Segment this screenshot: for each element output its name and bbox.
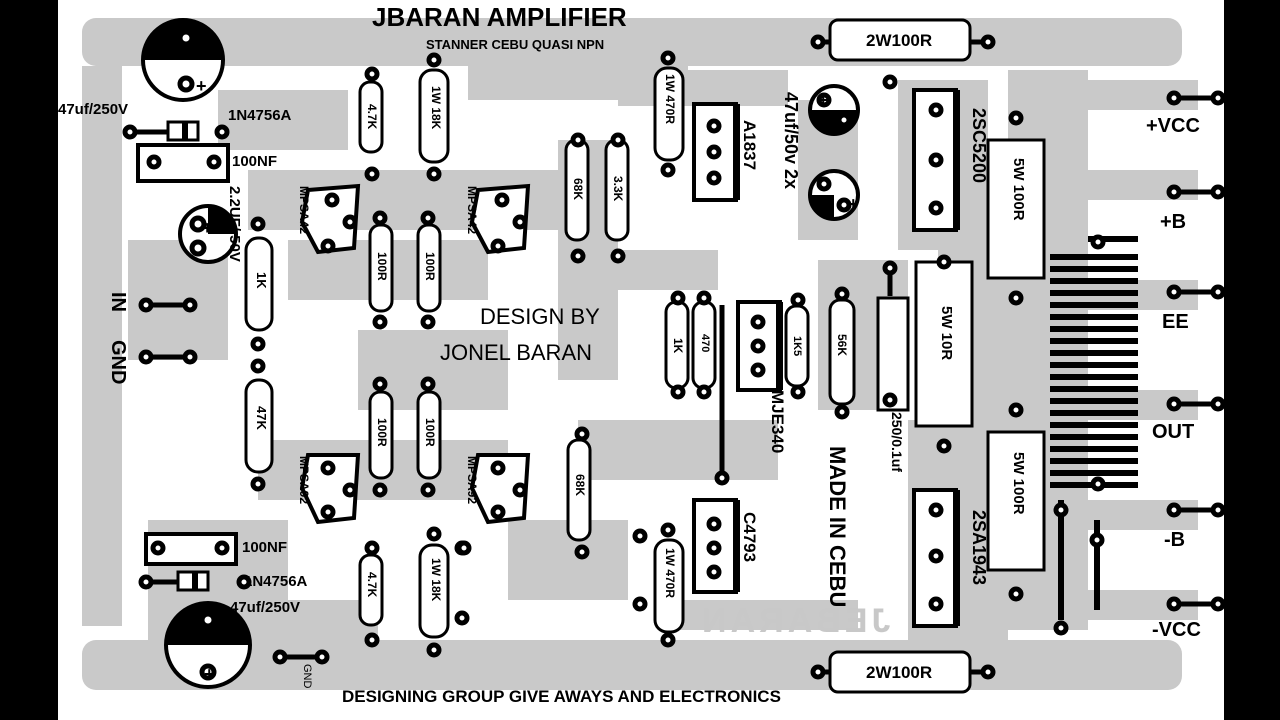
r-100r-b-label: 100R <box>423 252 437 281</box>
r-100r-a-label: 100R <box>375 252 389 281</box>
transistor-tabs <box>733 90 960 626</box>
heatsink <box>1050 236 1138 620</box>
vcc-pos-label: +VCC <box>1146 115 1200 137</box>
zener-bot-label: 1N4756A <box>244 573 308 590</box>
r-470-label: 470 <box>699 334 711 353</box>
r-100r-c-label: 100R <box>375 418 389 447</box>
mirrored-watermark: JEBARAN <box>698 602 891 640</box>
r-4k7-bot-label: 4.7K <box>365 572 379 598</box>
r-5w10r-label: 5W 10R <box>938 306 955 361</box>
made-in-label: MADE IN CEBU <box>825 446 850 608</box>
pcb-artwork: + + + + + <box>82 18 1224 694</box>
r-18k-top-label: 1W 18K <box>429 86 443 130</box>
solder-pads <box>122 29 1224 681</box>
cap-top-label: 47uf/250V <box>58 101 129 118</box>
r-68k-top-label: 68K <box>571 178 585 201</box>
r-4k7-top-label: 4.7K <box>365 104 379 130</box>
a1837-label: A1837 <box>740 120 759 171</box>
zener-top-label: 1N4756A <box>228 107 292 124</box>
r-3k3-label: 3.3K <box>611 176 625 202</box>
r-1k-label: 1K <box>254 272 269 289</box>
vcc-neg-label: -VCC <box>1152 619 1201 641</box>
designer-name: JONEL BARAN <box>440 340 593 365</box>
footer-credit: DESIGNING GROUP GIVE AWAYS AND ELECTRONI… <box>342 687 781 706</box>
svg-text:+: + <box>848 194 859 214</box>
2sa1943-label: 2SA1943 <box>969 510 989 586</box>
r-470r-top-label: 1W 470R <box>663 74 677 125</box>
r-1k5-label: 1K5 <box>791 336 803 357</box>
mpsa92-a-label: MPSA92 <box>297 456 311 505</box>
design-by-label: DESIGN BY <box>480 304 600 329</box>
board-title: JBARAN AMPLIFIER <box>372 2 627 32</box>
svg-text:+: + <box>196 76 207 96</box>
ee-label: EE <box>1162 311 1189 333</box>
out-label: OUT <box>1152 421 1195 443</box>
mje340-label: MJE340 <box>768 390 787 454</box>
r-1k-vbe-label: 1K <box>671 338 685 354</box>
b-pos-label: +B <box>1160 211 1187 233</box>
mpsa92-b-label: MPSA92 <box>465 456 479 505</box>
c4793-label: C4793 <box>740 512 759 563</box>
r-100r-d-label: 100R <box>423 418 437 447</box>
svg-text:+: + <box>818 90 829 110</box>
input-label: IN <box>107 292 129 312</box>
mpsa42-b-label: MPSA42 <box>465 186 479 235</box>
gnd-small-label: GND <box>301 664 313 689</box>
r-5w100r-b-label: 5W 100R <box>1010 452 1027 515</box>
r-470r-bot-label: 1W 470R <box>663 548 677 599</box>
r-2w100r-top-label: 2W100R <box>866 31 933 50</box>
svg-text:+: + <box>202 218 213 238</box>
svg-text:+: + <box>204 664 215 684</box>
b-neg-label: -B <box>1164 529 1186 551</box>
r-68k-bot-label: 68K <box>573 474 587 497</box>
board-subtitle: STANNER CEBU QUASI NPN <box>426 37 605 52</box>
cap-250v-label: 250/0.1uf <box>889 412 905 472</box>
mpsa42-a-label: MPSA42 <box>297 186 311 235</box>
cap-100nf-bot-label: 100NF <box>242 539 288 556</box>
cap-47uf-50v-label: 47uf/50v 2x <box>781 92 801 190</box>
pcb-board: + + + + + JBARAN AMPLIFIER STANNER CEBU … <box>58 0 1224 720</box>
cap-input-label: 2.2UF/ 50V <box>226 186 243 262</box>
cap-bot-label: 47uf/250V <box>230 599 301 616</box>
electrolytic-caps <box>141 18 860 689</box>
r-5w100r-a-label: 5W 100R <box>1010 158 1027 221</box>
cap-100nf-top-label: 100NF <box>232 153 278 170</box>
r-47k-in-label: 47K <box>254 406 269 430</box>
r-2w100r-bot-label: 2W100R <box>866 663 933 682</box>
r-18k-bot-label: 1W 18K <box>429 558 443 602</box>
2sc5200-label: 2SC5200 <box>969 108 989 184</box>
gnd-label: GND <box>107 340 129 385</box>
r-56k-label: 56K <box>835 334 849 357</box>
